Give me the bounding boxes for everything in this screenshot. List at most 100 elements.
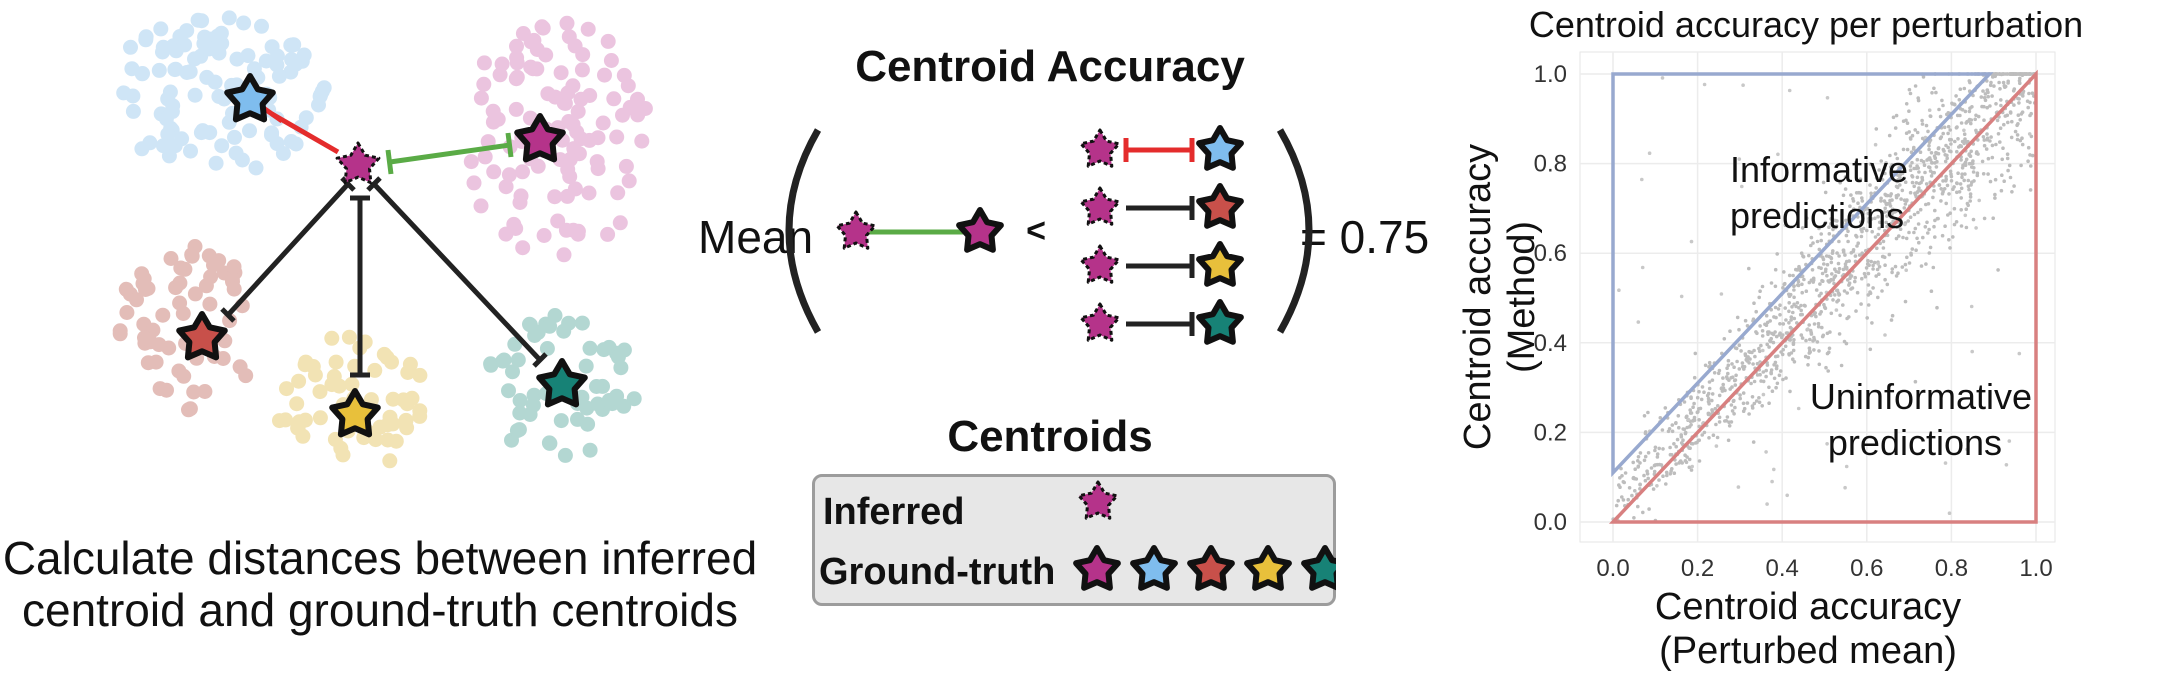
data-point — [1717, 393, 1722, 398]
data-point — [1947, 511, 1952, 515]
data-point — [1758, 289, 1762, 294]
data-point — [1926, 129, 1930, 134]
data-point — [1890, 313, 1895, 318]
data-point — [2006, 79, 2010, 84]
data-point — [1876, 214, 1880, 219]
data-point — [2006, 168, 2010, 173]
data-point — [1775, 381, 1780, 386]
cell-dot — [271, 68, 287, 84]
data-point — [1812, 348, 1816, 352]
data-point — [1945, 156, 1949, 161]
formula-red-star — [1196, 183, 1244, 229]
data-point — [1726, 438, 1731, 443]
data-point — [1758, 324, 1762, 328]
data-point — [1741, 409, 1746, 414]
data-point — [2002, 179, 2006, 183]
data-point — [1881, 239, 1886, 244]
data-point — [1737, 367, 1742, 371]
cell-dot — [473, 90, 489, 106]
data-point — [2007, 439, 2012, 443]
data-point — [2015, 133, 2020, 137]
data-point — [1679, 294, 1684, 299]
cell-dot — [590, 161, 606, 177]
data-point — [1800, 226, 1805, 230]
data-point — [1938, 114, 1943, 119]
data-point — [1824, 365, 1828, 370]
data-point — [1672, 442, 1676, 446]
data-point — [2004, 463, 2009, 467]
data-point — [1638, 451, 1643, 455]
data-point — [1710, 378, 1715, 383]
cell-dot — [367, 362, 383, 378]
data-point — [2020, 142, 2025, 147]
distance-lines — [220, 104, 548, 378]
y-tick-label: 0.2 — [1534, 419, 1567, 446]
data-point — [1682, 400, 1687, 404]
data-point — [1923, 225, 1928, 229]
data-point — [1970, 165, 1974, 169]
cell-dot — [596, 342, 612, 358]
data-point — [1937, 183, 1942, 187]
data-point — [1707, 380, 1712, 384]
data-point — [1636, 320, 1641, 324]
data-point — [2003, 114, 2008, 118]
data-point — [1729, 376, 1733, 380]
data-point — [1829, 222, 1833, 226]
data-point — [1855, 290, 1860, 295]
data-point — [1883, 171, 1887, 176]
cell-dot — [509, 50, 525, 66]
data-point — [1849, 287, 1853, 291]
data-point — [1938, 136, 1943, 141]
data-point — [1679, 434, 1684, 439]
data-point — [1700, 433, 1704, 437]
data-point — [1668, 472, 1673, 476]
data-point — [1797, 306, 1801, 310]
data-point — [1670, 453, 1674, 457]
data-point — [1652, 469, 1657, 474]
data-point — [1773, 330, 1777, 334]
distance-line-blue — [270, 111, 340, 155]
cell-dot — [123, 39, 138, 55]
cell-dot — [291, 373, 307, 389]
data-point — [1633, 467, 1637, 472]
data-point — [1893, 264, 1898, 269]
data-point — [1787, 309, 1791, 314]
data-point — [1806, 363, 1810, 367]
chart-title: Centroid accuracy per perturbation — [1528, 4, 2084, 45]
data-point — [1949, 179, 1954, 183]
cell-dot — [213, 25, 229, 41]
cell-dot — [227, 129, 242, 145]
data-point — [1668, 445, 1672, 450]
data-point — [1829, 260, 1834, 265]
data-point — [1832, 281, 1836, 286]
data-point — [1998, 87, 2002, 91]
data-point — [1751, 362, 1755, 366]
data-point — [1617, 288, 1621, 293]
cell-dot — [590, 396, 606, 412]
data-point — [1835, 251, 1839, 255]
data-point — [1834, 225, 1838, 230]
cell-dot — [226, 281, 242, 297]
data-point — [1887, 133, 1892, 138]
cell-dot — [168, 61, 184, 77]
cell-dot — [297, 357, 313, 373]
data-point — [1975, 150, 1979, 154]
data-point — [1942, 149, 1946, 153]
data-point — [1918, 207, 1923, 212]
data-point — [1837, 254, 1841, 258]
data-point — [1908, 190, 1913, 195]
cell-dot — [508, 101, 524, 117]
data-point — [1817, 349, 1821, 353]
data-point — [1778, 369, 1783, 373]
data-point — [1686, 417, 1691, 422]
data-point — [2002, 122, 2006, 127]
data-point — [1844, 233, 1849, 238]
data-point — [1845, 291, 1849, 295]
data-point — [1959, 144, 1964, 149]
data-point — [1745, 401, 1750, 405]
cell-dot — [606, 91, 622, 107]
data-point — [1702, 82, 1707, 87]
data-point — [2008, 175, 2013, 180]
data-point — [1964, 207, 1968, 211]
cell-dot — [160, 126, 176, 142]
